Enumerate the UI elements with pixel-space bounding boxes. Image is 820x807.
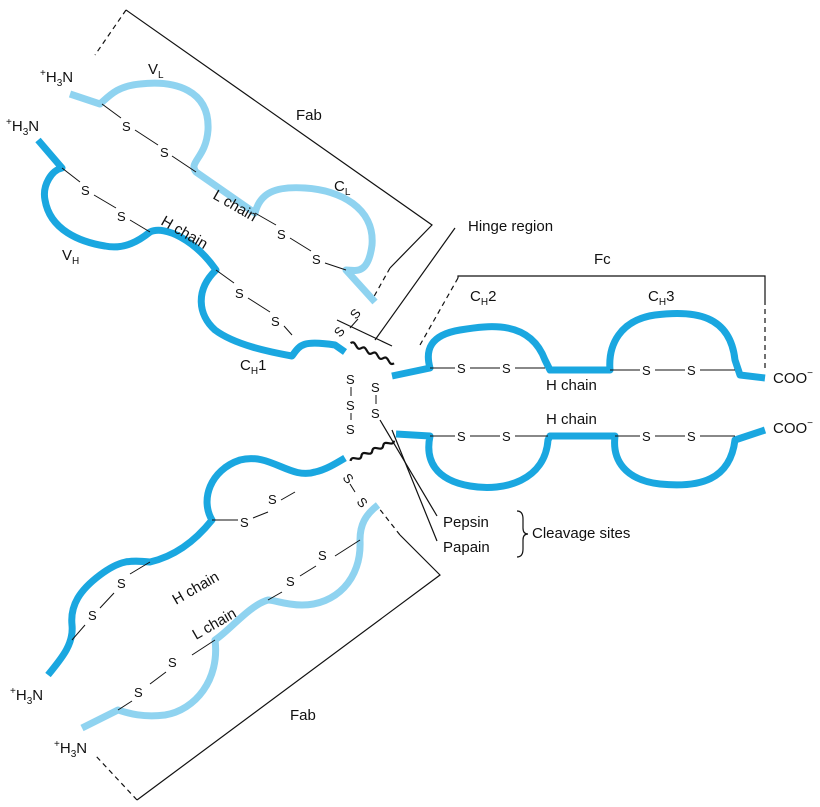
label-vh: VH xyxy=(62,247,79,267)
disulfide-bond-lower-cl: S S xyxy=(267,539,361,601)
nh3-upper-light: +H3N xyxy=(40,68,73,89)
label-fab-lower: Fab xyxy=(290,707,316,724)
label-papain: Papain xyxy=(443,539,490,556)
lower-fab-bracket xyxy=(94,506,441,801)
label-h-chain-lower: H chain xyxy=(170,568,223,608)
lower-light-chain xyxy=(80,502,381,732)
label-ch1: CH1 xyxy=(240,357,266,377)
disulfide-bond-ch2-lower: S S xyxy=(430,429,548,444)
svg-text:S: S xyxy=(354,494,371,511)
fc-lower-heavy-chain xyxy=(395,426,767,491)
label-h-chain-fc-upper: H chain xyxy=(546,377,597,394)
svg-text:S: S xyxy=(642,363,651,378)
label-fab-upper: Fab xyxy=(296,107,322,124)
label-cl: CL xyxy=(334,178,351,198)
svg-text:S: S xyxy=(346,422,355,437)
nh3-upper-heavy: +H3N xyxy=(6,117,39,138)
svg-text:S: S xyxy=(371,380,380,395)
svg-text:S: S xyxy=(340,470,357,487)
svg-text:S: S xyxy=(286,574,295,589)
svg-text:S: S xyxy=(160,145,169,160)
label-cleavage-sites: Cleavage sites xyxy=(532,525,630,542)
svg-text:S: S xyxy=(457,361,466,376)
svg-text:S: S xyxy=(346,372,355,387)
label-pepsin: Pepsin xyxy=(443,514,489,531)
upper-heavy-chain xyxy=(35,137,348,360)
label-vl: VL xyxy=(148,61,164,81)
label-fc: Fc xyxy=(594,251,611,268)
disulfide-bond-hinge-light-lower: S S xyxy=(340,470,371,511)
svg-text:S: S xyxy=(81,183,90,198)
svg-text:S: S xyxy=(687,363,696,378)
svg-text:S: S xyxy=(240,515,249,530)
label-h-chain-fc-lower: H chain xyxy=(546,411,597,428)
fc-bracket xyxy=(419,275,766,368)
coo-upper: COO− xyxy=(773,368,813,387)
cleavage-pointers xyxy=(379,419,438,542)
svg-text:S: S xyxy=(277,227,286,242)
svg-text:S: S xyxy=(271,314,280,329)
disulfide-bond-hinge-light-upper: S S xyxy=(331,305,364,340)
disulfide-bond-ch3-lower: S S xyxy=(615,429,735,444)
svg-text:S: S xyxy=(235,286,244,301)
label-hinge-region: Hinge region xyxy=(468,218,553,235)
svg-text:S: S xyxy=(268,492,277,507)
svg-text:S: S xyxy=(642,429,651,444)
svg-text:S: S xyxy=(502,361,511,376)
label-ch2: CH2 xyxy=(470,288,496,308)
svg-text:S: S xyxy=(134,685,143,700)
upper-fab-bracket xyxy=(94,9,433,301)
disulfide-bond-lower-vh: S S xyxy=(71,561,151,641)
disulfide-bond-ch3-upper: S S xyxy=(610,363,735,378)
svg-text:S: S xyxy=(346,398,355,413)
coo-lower: COO− xyxy=(773,418,813,437)
svg-text:S: S xyxy=(318,548,327,563)
hinge-squiggle-upper xyxy=(349,341,395,366)
svg-text:S: S xyxy=(347,305,364,322)
nh3-lower-light: +H3N xyxy=(54,739,87,760)
svg-text:S: S xyxy=(88,608,97,623)
svg-text:S: S xyxy=(122,119,131,134)
label-l-chain-upper: L chain xyxy=(210,187,260,226)
disulfide-bonds: S S S S S S S S S S xyxy=(61,103,735,711)
svg-text:S: S xyxy=(117,209,126,224)
svg-text:S: S xyxy=(168,655,177,670)
svg-text:S: S xyxy=(331,323,348,340)
disulfide-bond-lower-vl: S S xyxy=(117,639,216,711)
svg-text:S: S xyxy=(687,429,696,444)
hinge-pointer xyxy=(336,227,456,347)
disulfide-bond-hinge-heavy: S S S S S xyxy=(346,372,380,437)
disulfide-bond-cl: S S xyxy=(254,212,347,271)
nh3-lower-heavy: +H3N xyxy=(10,686,43,707)
svg-text:S: S xyxy=(117,576,126,591)
disulfide-bond-ch1: S S xyxy=(215,269,293,336)
svg-text:S: S xyxy=(502,429,511,444)
lower-heavy-chain xyxy=(45,454,347,678)
disulfide-bond-ch2-upper: S S xyxy=(430,361,545,376)
svg-text:S: S xyxy=(371,406,380,421)
svg-text:S: S xyxy=(312,252,321,267)
label-ch3: CH3 xyxy=(648,288,674,308)
cleavage-brace xyxy=(516,510,529,558)
svg-text:S: S xyxy=(457,429,466,444)
disulfide-bond-vh: S S xyxy=(61,167,151,233)
disulfide-bond-lower-ch1: S S xyxy=(212,491,296,530)
disulfide-bond-vl: S S xyxy=(101,103,197,173)
hinge-squiggle-lower xyxy=(349,440,396,462)
